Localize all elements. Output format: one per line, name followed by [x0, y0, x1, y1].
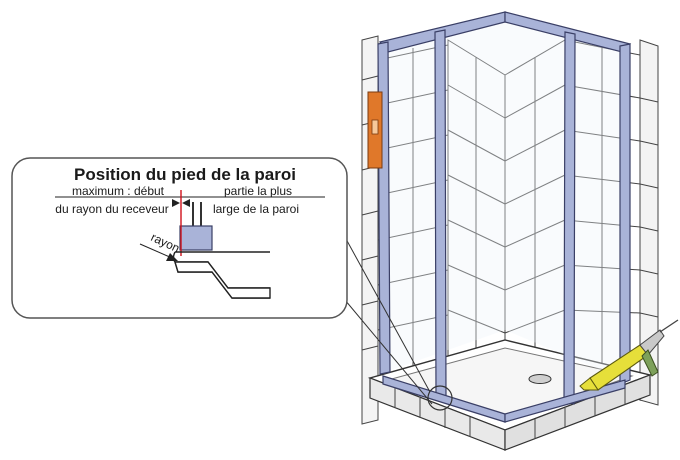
left-label-line2: du rayon du receveur [55, 202, 168, 216]
shower-enclosure [361, 11, 679, 451]
wall-profile [179, 202, 213, 251]
left-label-line1: maximum : début [72, 184, 165, 198]
left-arrow [172, 199, 180, 207]
right-arrow [182, 199, 190, 207]
caulking-gun-icon [579, 319, 679, 391]
frame-profiles [377, 11, 632, 423]
detail-marker-circle [427, 385, 453, 411]
right-label-line2: large de la paroi [213, 202, 299, 216]
callout-title: Position du pied de la paroi [74, 165, 296, 184]
callout-leader-lines [339, 227, 433, 405]
right-label-line1: partie la plus [224, 184, 292, 198]
callout-panel: Position du pied de la paroi maximum : d… [11, 157, 348, 319]
glass-panels [385, 18, 625, 380]
drain-icon [528, 374, 552, 384]
rayon-arrow-line [139, 243, 173, 259]
rayon-arrow-head [166, 253, 178, 261]
spirit-level-icon [367, 91, 383, 169]
